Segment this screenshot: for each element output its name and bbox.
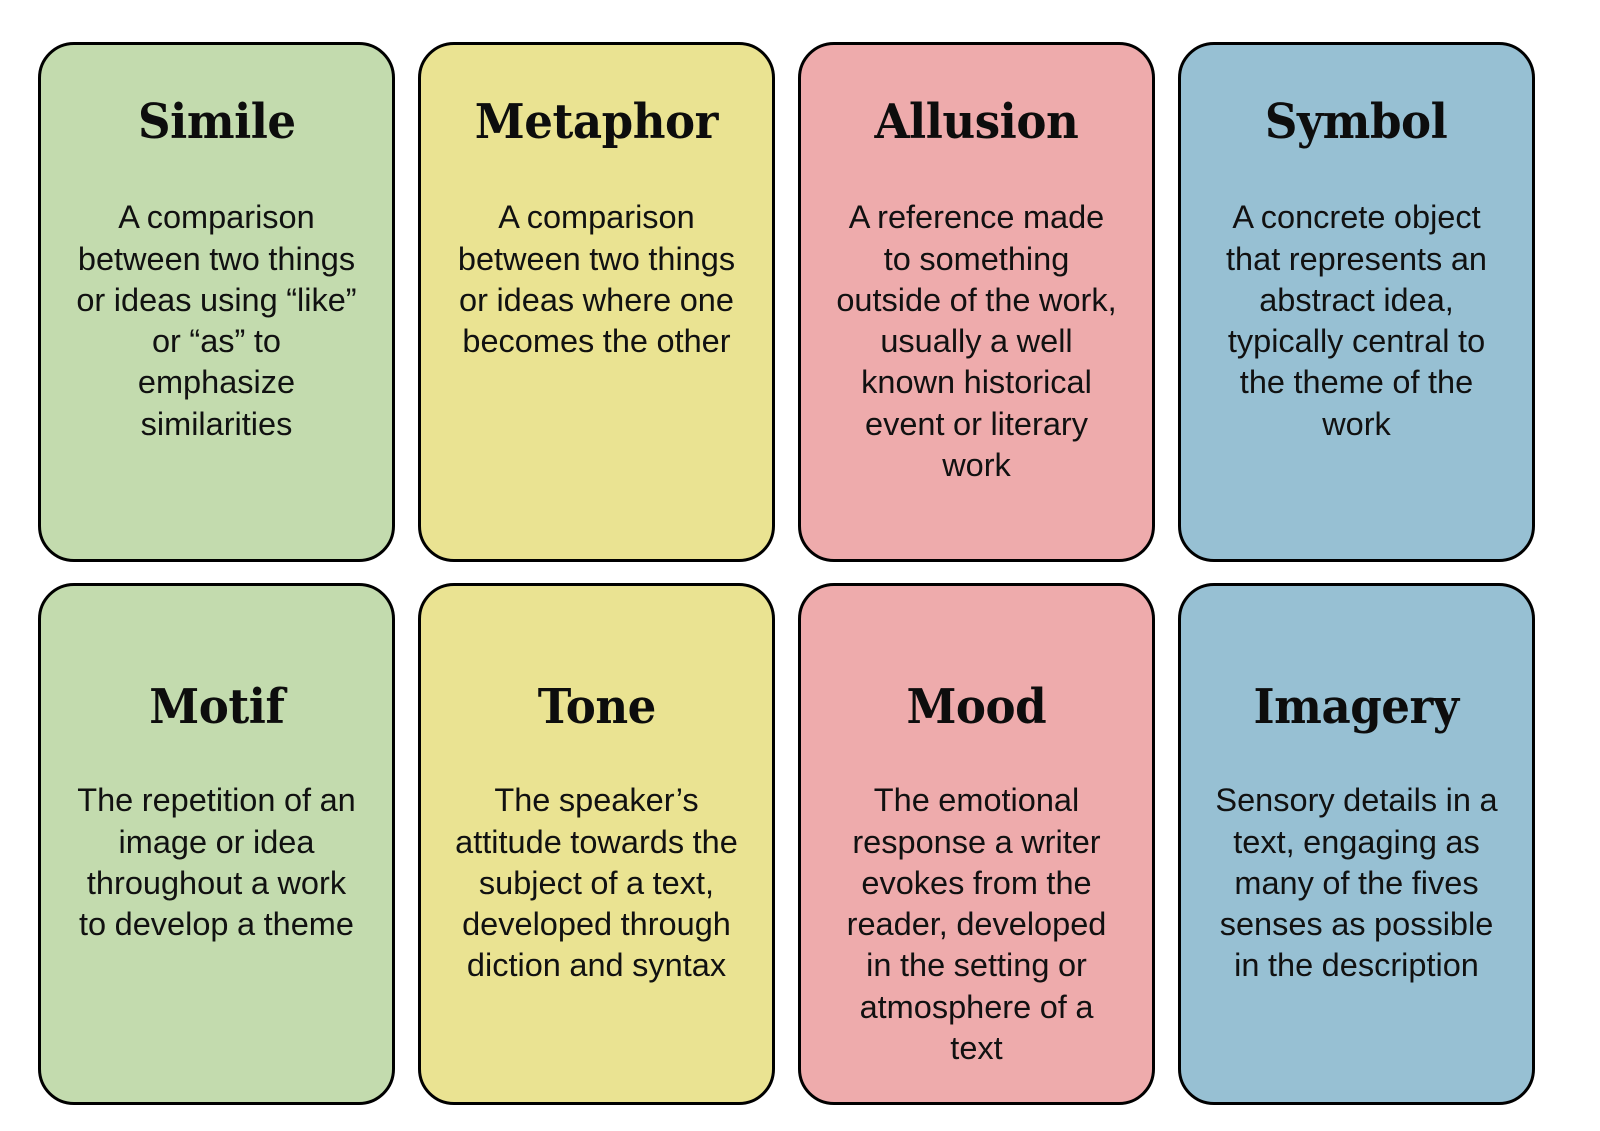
card-title: Imagery: [1253, 679, 1460, 735]
term-card-imagery[interactable]: Imagery Sensory details in a text, engag…: [1178, 583, 1535, 1105]
term-card-motif[interactable]: Motif The repetition of an image or idea…: [38, 583, 395, 1105]
card-definition: A comparison between two things or ideas…: [457, 199, 736, 360]
term-card-tone[interactable]: Tone The speaker’s attitude towards the …: [418, 583, 775, 1105]
term-card-mood[interactable]: Mood The emotional response a writer evo…: [798, 583, 1155, 1105]
card-definition: The emotional response a writer evokes f…: [846, 782, 1107, 1066]
card-title: Motif: [148, 679, 285, 735]
card-definition: A reference made to something outside of…: [836, 199, 1117, 483]
card-definition: A concrete object that represents an abs…: [1226, 199, 1487, 442]
card-definition: Sensory details in a text, engaging as m…: [1215, 782, 1498, 984]
card-grid: Simile A comparison between two things o…: [38, 42, 1566, 1105]
card-title: Simile: [137, 94, 296, 150]
card-definition: The speaker’s attitude towards the subje…: [455, 782, 738, 984]
card-title: Metaphor: [474, 94, 719, 150]
card-title: Mood: [906, 679, 1047, 735]
card-title: Tone: [537, 679, 656, 735]
card-title: Allusion: [874, 94, 1079, 150]
card-title: Symbol: [1265, 94, 1448, 150]
card-definition: A comparison between two things or ideas…: [76, 199, 357, 442]
card-definition: The repetition of an image or idea throu…: [77, 782, 356, 943]
term-card-metaphor[interactable]: Metaphor A comparison between two things…: [418, 42, 775, 562]
term-card-simile[interactable]: Simile A comparison between two things o…: [38, 42, 395, 562]
term-card-symbol[interactable]: Symbol A concrete object that represents…: [1178, 42, 1535, 562]
term-card-allusion[interactable]: Allusion A reference made to something o…: [798, 42, 1155, 562]
